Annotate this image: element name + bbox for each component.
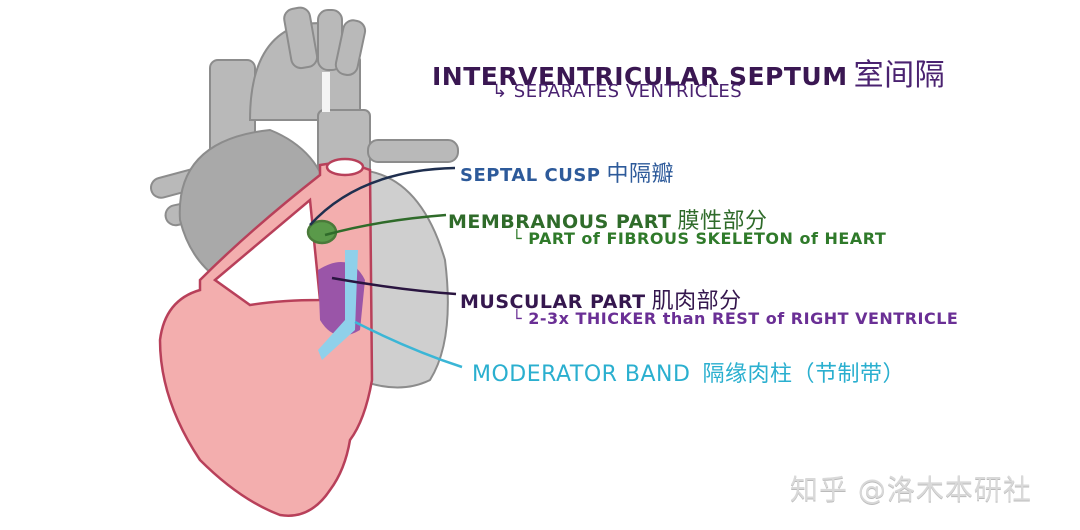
muscular-cn: 肌肉部分 (651, 289, 742, 314)
moderator-cn: 隔缘肉柱（节制带） (702, 362, 905, 387)
moderator-en: MODERATOR BAND (472, 362, 691, 387)
leader-muscular (331, 276, 457, 296)
membranous-note: └ PART of FIBROUS SKELETON of HEART (512, 229, 887, 248)
membranous-cn: 膜性部分 (677, 209, 768, 234)
right-ventricle-cutaway (158, 157, 374, 517)
leader-membranous (324, 213, 447, 237)
muscular-note: └ 2-3x THICKER than REST of RIGHT VENTRI… (512, 309, 959, 328)
title-cn: 室间隔 (853, 58, 946, 93)
septal-cusp-cn: 中隔瓣 (606, 162, 674, 187)
muscular-en: MUSCULAR PART (460, 291, 646, 313)
title-subtitle: ↳ SEPARATES VENTRICLES (492, 81, 743, 102)
membranous-en: MEMBRANOUS PART (448, 211, 672, 233)
watermark: 知乎 @洛木本研社 (790, 473, 1032, 506)
title-en: INTERVENTRICULAR SEPTUM (432, 62, 848, 91)
leader-septal-cusp (309, 166, 456, 226)
label-moderator-band: MODERATOR BAND 隔缘肉柱（节制带） (472, 356, 905, 388)
septal-cusp-en: SEPTAL CUSP (460, 165, 601, 186)
leader-moderator (354, 320, 463, 369)
ligamentum-arteriosum (322, 72, 330, 112)
